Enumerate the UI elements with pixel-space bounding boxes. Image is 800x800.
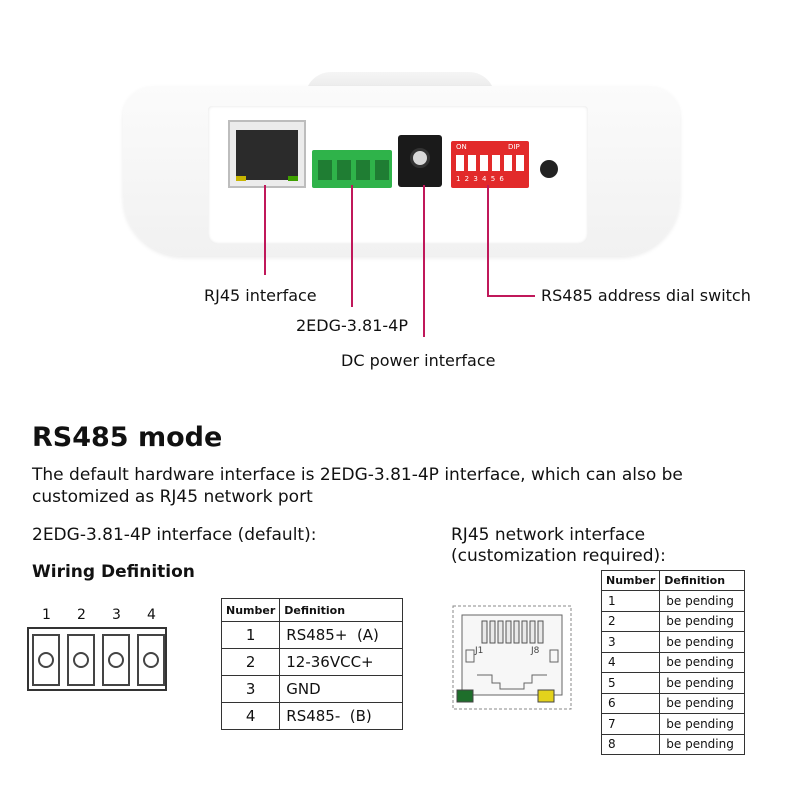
table-header-number: Number xyxy=(600,570,661,591)
terminal-slot xyxy=(337,160,351,180)
row-definition: 12-36VCC+ xyxy=(279,648,403,676)
callout-line-dip-horizontal xyxy=(487,295,535,297)
dip-switch-5 xyxy=(504,155,512,171)
row-definition: RS485+ (A) xyxy=(279,621,403,649)
pin-number: 3 xyxy=(112,607,121,623)
row-number: 2 xyxy=(600,610,661,632)
terminal-slot xyxy=(375,160,389,180)
row-definition: be pending xyxy=(659,692,745,714)
row-definition: be pending xyxy=(659,610,745,632)
callout-terminal: 2EDG-3.81-4P xyxy=(296,316,409,335)
table-row: 3 GND xyxy=(220,675,403,703)
row-number: 5 xyxy=(600,672,661,694)
row-number: 4 xyxy=(220,702,281,730)
rj45-socket xyxy=(236,130,298,180)
callout-line-dc xyxy=(423,185,425,337)
row-definition: be pending xyxy=(659,590,745,612)
row-definition: be pending xyxy=(659,733,745,755)
dip-on-label: ON xyxy=(456,143,467,151)
dip-switch-6 xyxy=(516,155,524,171)
callout-dc: DC power interface xyxy=(341,351,496,370)
row-number: 4 xyxy=(600,651,661,673)
terminal-slot xyxy=(318,160,332,180)
callout-line-terminal xyxy=(351,185,353,307)
row-number: 1 xyxy=(600,590,661,612)
left-heading: 2EDG-3.81-4P interface (default): xyxy=(32,525,317,545)
row-number: 1 xyxy=(220,621,281,649)
screw-icon xyxy=(108,652,124,668)
row-number: 6 xyxy=(600,692,661,714)
table-header-definition: Definition xyxy=(659,570,745,591)
row-definition: be pending xyxy=(659,672,745,694)
row-definition: RS485- (B) xyxy=(279,702,403,730)
wiring-title: Wiring Definition xyxy=(32,562,195,582)
table-header-definition: Definition xyxy=(279,598,403,622)
terminal-cell xyxy=(32,634,60,686)
description: The default hardware interface is 2EDG-3… xyxy=(32,465,683,507)
terminal-cell xyxy=(137,634,165,686)
pin-number: 4 xyxy=(147,607,156,623)
row-definition: be pending xyxy=(659,631,745,653)
rj45-jack-diagram xyxy=(452,605,572,710)
dip-switch-2 xyxy=(468,155,476,171)
dip-switch-1 xyxy=(456,155,464,171)
dip-numbers: 1 2 3 4 5 6 xyxy=(456,175,504,183)
table-row: 1 RS485+ (A) xyxy=(220,621,403,649)
terminal-cell xyxy=(102,634,130,686)
callout-rj45: RJ45 interface xyxy=(204,286,317,305)
rj45-led-green xyxy=(288,176,298,181)
screw-icon xyxy=(73,652,89,668)
rj45-led-yellow xyxy=(236,176,246,181)
row-definition: be pending xyxy=(659,651,745,673)
table-header-number: Number xyxy=(220,598,281,622)
table-row: 4 RS485- (B) xyxy=(220,702,403,730)
row-definition: be pending xyxy=(659,713,745,735)
terminal-slot xyxy=(356,160,370,180)
terminal-block-drawing xyxy=(27,627,167,691)
right-heading-2: (customization required): xyxy=(451,546,666,566)
dip-label: DIP xyxy=(508,143,520,151)
screw-icon xyxy=(38,652,54,668)
table-row: 2 12-36VCC+ xyxy=(220,648,403,676)
row-number: 7 xyxy=(600,713,661,735)
dc-jack-hole xyxy=(410,148,430,168)
reset-button xyxy=(540,160,558,178)
jack-label-j8: J8 xyxy=(531,646,540,656)
row-number: 2 xyxy=(220,648,281,676)
row-number: 3 xyxy=(600,631,661,653)
pin-number: 1 xyxy=(42,607,51,623)
dip-switch-3 xyxy=(480,155,488,171)
dip-switch-4 xyxy=(492,155,500,171)
row-number: 8 xyxy=(600,733,661,755)
callout-line-dip-vertical xyxy=(487,185,489,296)
pin-number: 2 xyxy=(77,607,86,623)
terminal-cell xyxy=(67,634,95,686)
screw-icon xyxy=(143,652,159,668)
row-number: 3 xyxy=(220,675,281,703)
page-title: RS485 mode xyxy=(32,422,223,453)
row-definition: GND xyxy=(279,675,403,703)
wiring-table: Number Definition 1 RS485+ (A) 2 12-36VC… xyxy=(220,598,403,730)
right-heading-1: RJ45 network interface xyxy=(451,525,646,545)
jack-label-j1: J1 xyxy=(475,646,484,656)
callout-dip: RS485 address dial switch xyxy=(541,286,751,305)
callout-line-rj45 xyxy=(264,185,266,275)
